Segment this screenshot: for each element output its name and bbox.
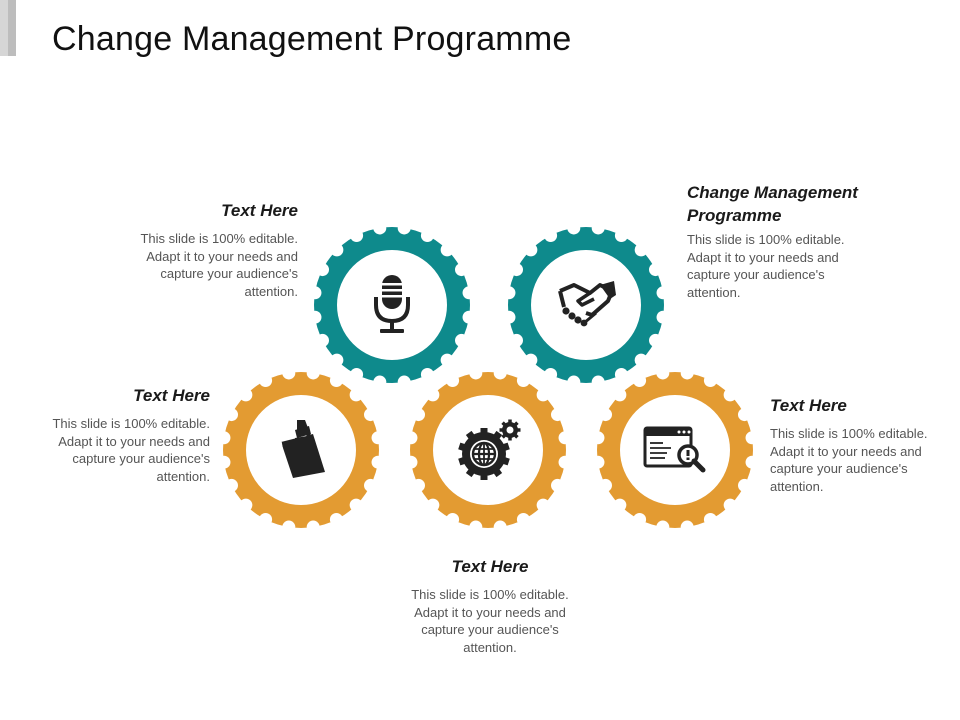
text-block-top-left: Text Here This slide is 100% editable. A… <box>126 199 298 300</box>
text-block-body: This slide is 100% editable. Adapt it to… <box>52 416 210 484</box>
text-block-heading: Text Here <box>221 201 298 220</box>
gear-globe <box>398 360 578 540</box>
pen-icon <box>280 420 325 478</box>
text-block-top-right: Change Management Programme This slide i… <box>687 181 877 301</box>
text-block-heading: Text Here <box>770 396 847 415</box>
text-block-mid-right: Text Here This slide is 100% editable. A… <box>770 394 942 495</box>
text-block-body: This slide is 100% editable. Adapt it to… <box>770 426 928 494</box>
microphone-icon <box>374 275 410 333</box>
text-block-body: This slide is 100% editable. Adapt it to… <box>687 232 845 300</box>
page-title: Change Management Programme <box>52 20 572 58</box>
browser-search-icon <box>643 426 706 473</box>
text-block-body: This slide is 100% editable. Adapt it to… <box>140 231 298 299</box>
text-block-heading: Text Here <box>451 557 529 576</box>
text-block-heading: Change Management Programme <box>687 183 858 225</box>
small-gear-icon <box>499 419 521 441</box>
text-block-bottom: Text Here This slide is 100% editable. A… <box>404 555 576 656</box>
globe-gear-icon <box>458 428 510 480</box>
text-block-body: This slide is 100% editable. Adapt it to… <box>411 587 569 655</box>
handshake-icon <box>558 281 616 327</box>
accent-bar <box>0 0 16 56</box>
text-block-mid-left: Text Here This slide is 100% editable. A… <box>38 384 210 485</box>
text-block-heading: Text Here <box>133 386 210 405</box>
gear-browser <box>585 360 765 540</box>
gear-pen <box>211 360 391 540</box>
